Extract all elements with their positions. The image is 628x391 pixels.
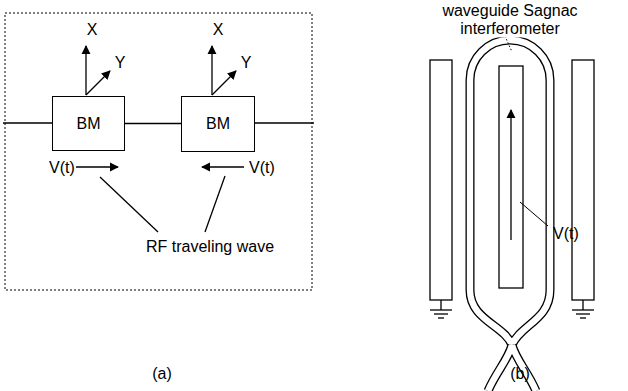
node-text: BM — [77, 115, 101, 133]
leader-line — [520, 202, 548, 226]
output-lead — [255, 122, 314, 123]
y-axis — [86, 71, 110, 95]
ground-electrode — [572, 60, 594, 300]
part-name: waveguide Sagnac interferometer — [435, 2, 585, 37]
leader-line — [100, 177, 158, 232]
waveguide-link — [125, 123, 181, 124]
dotted-frame — [5, 13, 312, 290]
input-lead — [3, 122, 52, 123]
sagnac-loop — [470, 40, 550, 345]
x-axis — [211, 46, 212, 95]
node-text: BM — [206, 115, 230, 133]
leader-line — [205, 176, 225, 232]
x-axis — [85, 46, 86, 95]
panel-label: (b) — [510, 365, 530, 383]
axis-label: Y — [241, 54, 252, 72]
voltage-arrow — [510, 110, 511, 240]
ground-electrode — [430, 60, 452, 300]
rf-arrow — [76, 166, 118, 167]
axis-label: X — [213, 21, 224, 39]
axis-label: Y — [115, 54, 126, 72]
waveguide-leads — [488, 345, 536, 391]
signal-name: V(t) — [249, 159, 275, 177]
sagnac-loop — [470, 40, 550, 345]
panel-label: (a) — [152, 365, 172, 383]
signal-name: V(t) — [553, 225, 579, 243]
modulator-box: BM — [181, 96, 255, 152]
rf-arrow — [202, 166, 244, 167]
signal-name: V(t) — [49, 159, 75, 177]
ground-symbol — [430, 300, 594, 318]
leader-line — [505, 36, 512, 52]
waveguide-leads — [488, 345, 536, 391]
axis-label: X — [87, 21, 98, 39]
signal-electrode — [499, 66, 523, 288]
wave-label: RF traveling wave — [144, 238, 276, 256]
modulator-box: BM — [52, 96, 125, 151]
y-axis — [212, 71, 236, 95]
